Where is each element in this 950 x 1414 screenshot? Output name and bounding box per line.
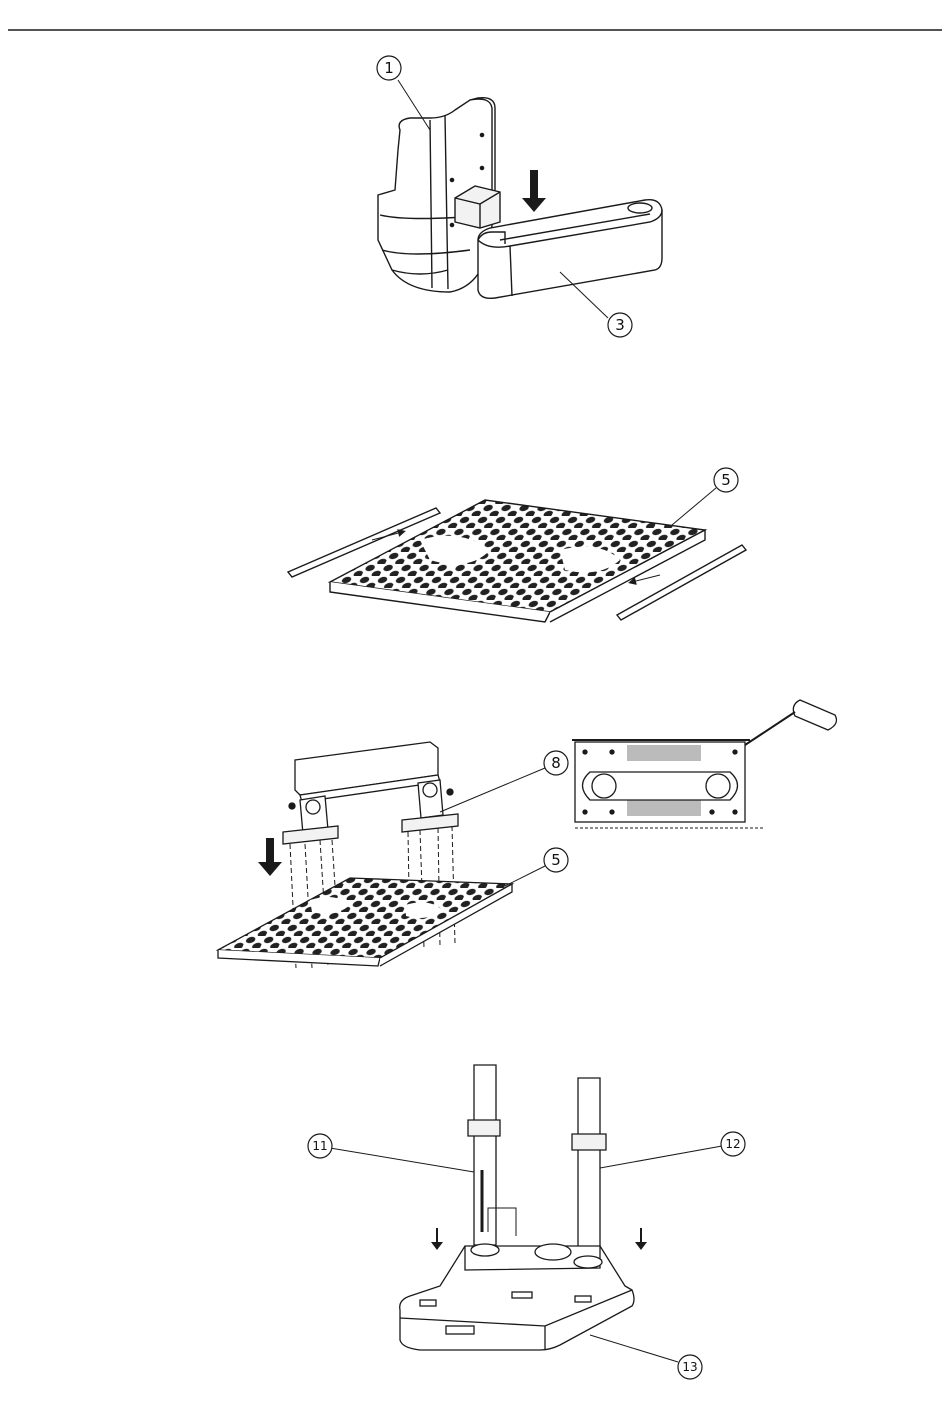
svg-text:12: 12 [725, 1137, 740, 1151]
svg-text:1: 1 [384, 59, 394, 77]
down-arrow-icon-step3 [258, 838, 282, 876]
step-3-diagram [218, 742, 512, 968]
callout-12: 12 [721, 1132, 745, 1156]
svg-text:8: 8 [551, 754, 561, 772]
seat-plate-part-step3 [218, 878, 512, 958]
callout-13: 13 [678, 1355, 702, 1379]
step-1-diagram [378, 98, 662, 299]
armrest-bracket-part [478, 200, 662, 299]
down-arrow-icon-left [431, 1228, 443, 1250]
callout-5-bottom: 5 [544, 848, 568, 872]
svg-text:11: 11 [312, 1139, 327, 1153]
step-4-diagram [400, 1065, 647, 1350]
down-arrow-icon-right [635, 1228, 647, 1250]
callout-3: 3 [608, 313, 632, 337]
down-arrow-icon [522, 170, 546, 212]
callout-8: 8 [544, 751, 568, 775]
svg-text:5: 5 [551, 851, 561, 869]
callout-5-top: 5 [714, 468, 738, 492]
screwdriver-icon [793, 700, 836, 730]
tube-right-part [578, 1078, 600, 1258]
tube-left-part [474, 1065, 496, 1245]
svg-text:13: 13 [682, 1360, 697, 1374]
svg-text:3: 3 [615, 316, 625, 334]
svg-text:5: 5 [721, 471, 731, 489]
label-plate-detail [572, 700, 836, 828]
callout-11: 11 [308, 1134, 332, 1158]
step-2-diagram [288, 500, 746, 622]
callout-1: 1 [377, 56, 401, 80]
